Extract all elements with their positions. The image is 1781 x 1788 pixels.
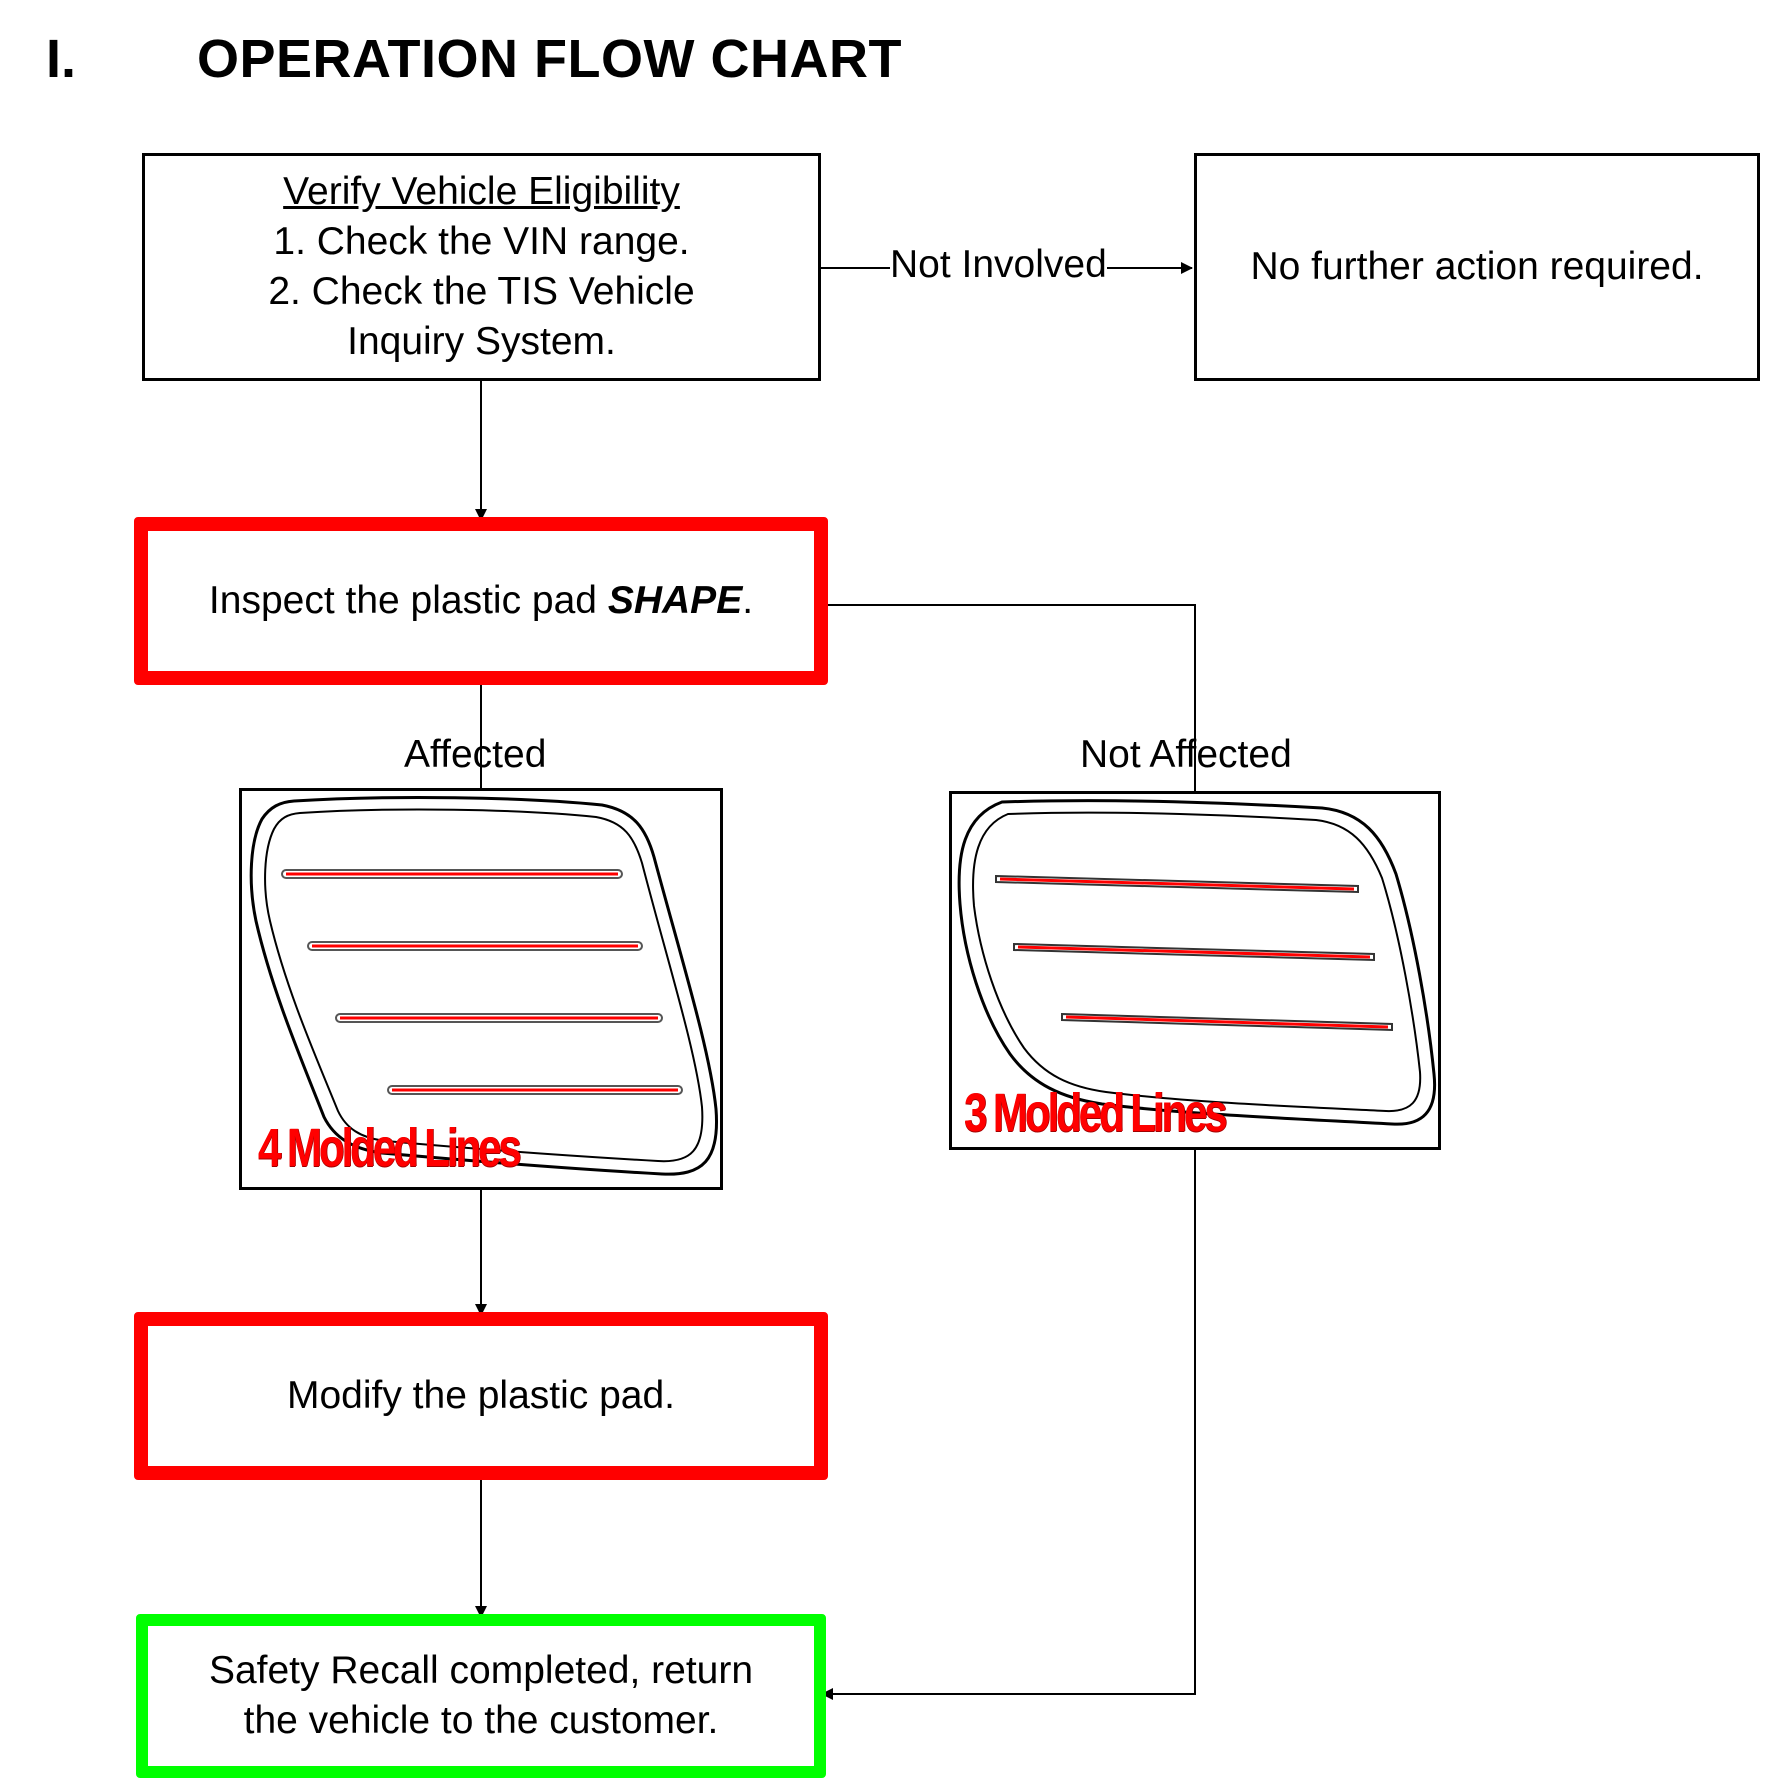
no-action-text: No further action required.: [1250, 245, 1704, 288]
modify-box: Modify the plastic pad.: [134, 1312, 828, 1480]
inspect-text: Inspect the plastic pad SHAPE.: [209, 576, 753, 626]
complete-line-2: the vehicle to the customer.: [243, 1699, 719, 1742]
edge-label-not-affected: Not Affected: [1080, 733, 1292, 776]
complete-line-1: Safety Recall completed, return: [208, 1649, 754, 1692]
verify-heading: Verify Vehicle Eligibility: [283, 170, 680, 213]
inspect-emphasis: SHAPE: [607, 579, 743, 622]
inspect-prefix: Inspect the plastic pad: [208, 579, 608, 622]
section-number: I.: [46, 29, 77, 89]
verify-step-2: 2. Check the TIS Vehicle: [268, 270, 695, 313]
not-affected-pad-image: 3 Molded Lines: [949, 791, 1441, 1150]
molded-lines-not-affected: [995, 874, 1393, 1032]
edge-label-not-involved: Not Involved: [890, 243, 1107, 287]
verify-step-1: 1. Check the VIN range.: [273, 220, 690, 263]
pad-outline-outer: [957, 799, 1437, 1126]
arrow-not-affected-to-complete: [821, 1149, 1196, 1700]
verify-eligibility-box: Verify Vehicle Eligibility 1. Check the …: [142, 153, 821, 381]
inspect-suffix: .: [742, 579, 754, 622]
complete-box: Safety Recall completed, return the vehi…: [136, 1614, 826, 1778]
edge-label-affected: Affected: [404, 733, 547, 776]
pad-outline-outer: [249, 796, 719, 1176]
affected-pad-drawing: [249, 796, 719, 1176]
verify-step-2-cont: Inquiry System.: [347, 320, 616, 363]
affected-pad-caption: 4 Molded Lines: [258, 1118, 522, 1178]
no-action-box: No further action required.: [1194, 153, 1760, 381]
affected-pad-image: 4 Molded Lines: [239, 788, 723, 1190]
section-title: OPERATION FLOW CHART: [197, 29, 902, 89]
not-affected-pad-caption: 3 Molded Lines: [964, 1083, 1228, 1143]
pad-outline-inner: [264, 808, 704, 1163]
not-affected-pad-drawing: [957, 799, 1437, 1126]
molded-lines-affected: [281, 869, 683, 1095]
pad-outline-inner: [972, 811, 1422, 1113]
modify-text: Modify the plastic pad.: [286, 1374, 676, 1417]
inspect-box: Inspect the plastic pad SHAPE.: [134, 517, 828, 685]
line-inspect-to-not-affected: [826, 604, 1196, 793]
